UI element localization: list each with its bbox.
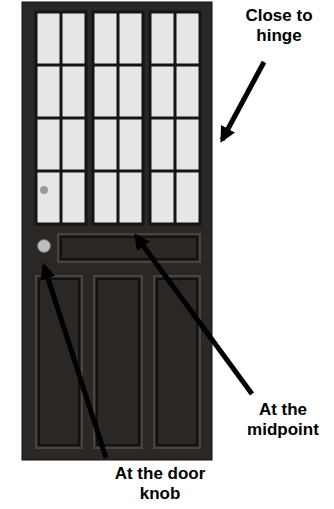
- door-panels: [36, 234, 200, 448]
- callout-label: At the door knob: [112, 464, 208, 503]
- callout-label: At the midpoint: [238, 400, 328, 439]
- door: [22, 2, 212, 460]
- door-panel-shadow: [39, 237, 197, 445]
- leader-arrow: [136, 236, 252, 394]
- leader-arrow: [44, 266, 106, 458]
- deadbolt: [40, 186, 48, 194]
- leader-arrows: [44, 62, 264, 458]
- leader-arrow: [222, 62, 264, 140]
- callout-label: Close to hinge: [231, 6, 327, 45]
- door-knob: [38, 240, 51, 253]
- door-windows: [36, 12, 200, 224]
